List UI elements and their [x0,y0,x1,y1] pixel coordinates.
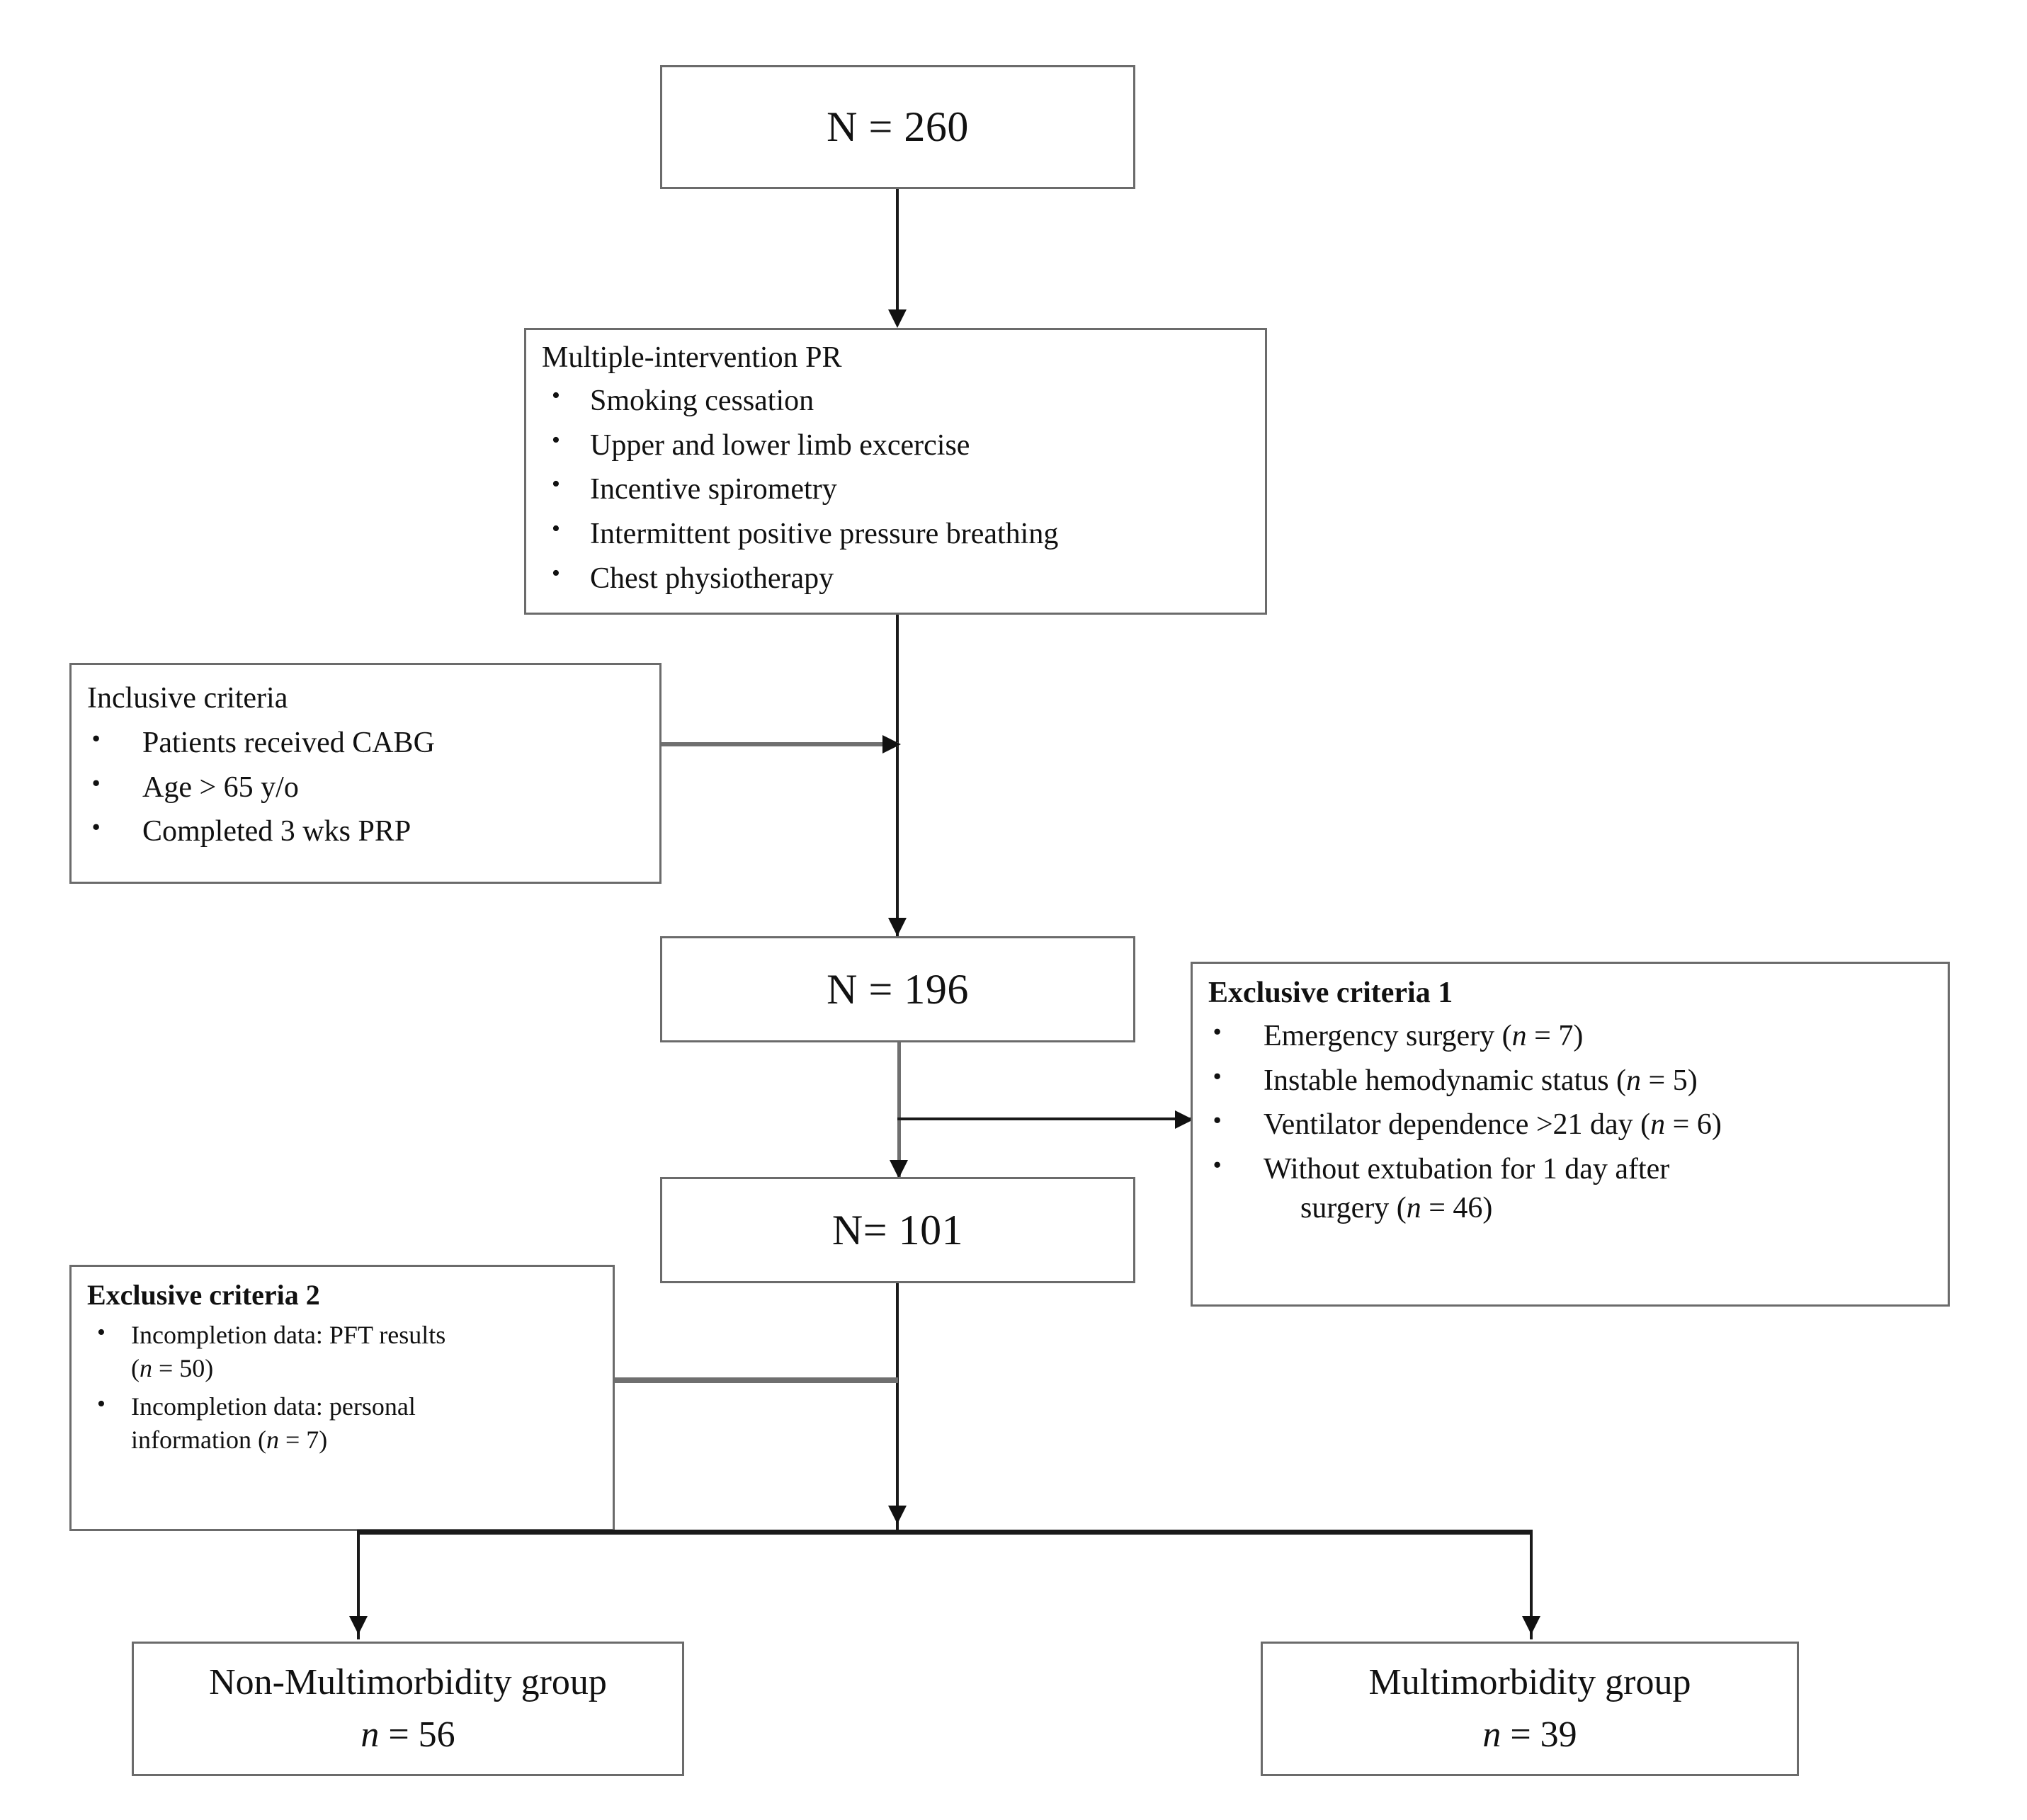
arrowhead-after-exclusion1-to-split [888,1506,907,1524]
list-item: Age > 65 y/o [87,760,645,807]
node-after-inclusion-label: N = 196 [827,965,969,1013]
split-bar [357,1530,1533,1535]
arrowhead-inclusive-to-trunk [882,735,901,753]
arrowhead-total-to-intervention [888,309,907,328]
list-item: Smoking cessation [542,380,1251,421]
connector-exclusive2-to-trunk [615,1377,898,1383]
node-inclusive-criteria: Inclusive criteria Patients received CAB… [69,663,662,884]
connector-trunk-to-exclusive1 [897,1117,1191,1120]
list-item: Upper and lower limb excercise [542,425,1251,465]
arrowhead-trunk-to-exclusive1 [1175,1110,1193,1129]
connector-split-to-non-multimorbidity [357,1530,360,1639]
node-total-screened: N = 260 [660,65,1135,189]
node-multiple-intervention-pr: Multiple-intervention PR Smoking cessati… [524,328,1267,615]
list-item: Instable hemodynamic status (n = 5) [1208,1053,1934,1100]
arrowhead-split-to-non-multimorbidity [349,1616,368,1634]
connector-total-to-intervention [896,189,899,311]
node-multimorbidity-group: Multimorbidity group n = 39 [1261,1642,1799,1776]
intervention-list: Smoking cessation Upper and lower limb e… [542,380,1251,598]
node-after-inclusion: N = 196 [660,936,1135,1042]
node-non-multimorbidity-group: Non-Multimorbidity group n = 56 [132,1642,684,1776]
node-exclusive2-title: Exclusive criteria 2 [87,1279,320,1311]
node-inclusive-title: Inclusive criteria [87,682,288,715]
node-exclusive-criteria-1: Exclusive criteria 1 Emergency surgery (… [1191,962,1950,1307]
connector-after-exclusion1-to-split [896,1283,899,1530]
node-exclusive1-title: Exclusive criteria 1 [1208,977,1453,1009]
list-item: Incentive spirometry [542,469,1251,509]
list-item: Intermittent positive pressure breathing [542,513,1251,554]
connector-after-inclusion-to-after-exclusion1 [897,1042,901,1183]
arrowhead-after-inclusion-to-after-exclusion1 [890,1160,908,1178]
node-intervention-title: Multiple-intervention PR [542,341,842,374]
list-item: Emergency surgery (n = 7) [1208,1008,1934,1056]
non-multimorbidity-title: Non-Multimorbidity group [209,1662,607,1703]
connector-split-to-multimorbidity [1530,1530,1533,1639]
connector-intervention-to-after-inclusion [896,615,899,940]
connector-inclusive-to-trunk [662,742,898,746]
list-item: Patients received CABG [87,715,645,763]
arrowhead-intervention-to-after-inclusion [888,918,907,936]
list-item: Incompletion data: PFT results(n = 50) [87,1317,598,1385]
list-item: Completed 3 wks PRP [87,804,645,852]
list-item: Without extubation for 1 day aftersurger… [1208,1142,1934,1227]
inclusive-criteria-list: Patients received CABG Age > 65 y/o Comp… [87,715,645,852]
list-item: Ventilator dependence >21 day (n = 6) [1208,1098,1934,1145]
node-after-exclusion1: N= 101 [660,1177,1135,1283]
node-exclusive-criteria-2: Exclusive criteria 2 Incompletion data: … [69,1265,615,1531]
multimorbidity-count: n = 39 [1482,1714,1577,1755]
arrowhead-split-to-multimorbidity [1522,1616,1540,1634]
multimorbidity-title: Multimorbidity group [1368,1662,1691,1703]
list-item: Chest physiotherapy [542,558,1251,598]
exclusive1-list: Emergency surgery (n = 7) Instable hemod… [1208,1008,1934,1227]
non-multimorbidity-count: n = 56 [360,1714,455,1755]
node-after-exclusion1-label: N= 101 [831,1206,964,1253]
exclusive2-list: Incompletion data: PFT results(n = 50) I… [87,1317,598,1457]
node-total-screened-label: N = 260 [827,103,969,150]
